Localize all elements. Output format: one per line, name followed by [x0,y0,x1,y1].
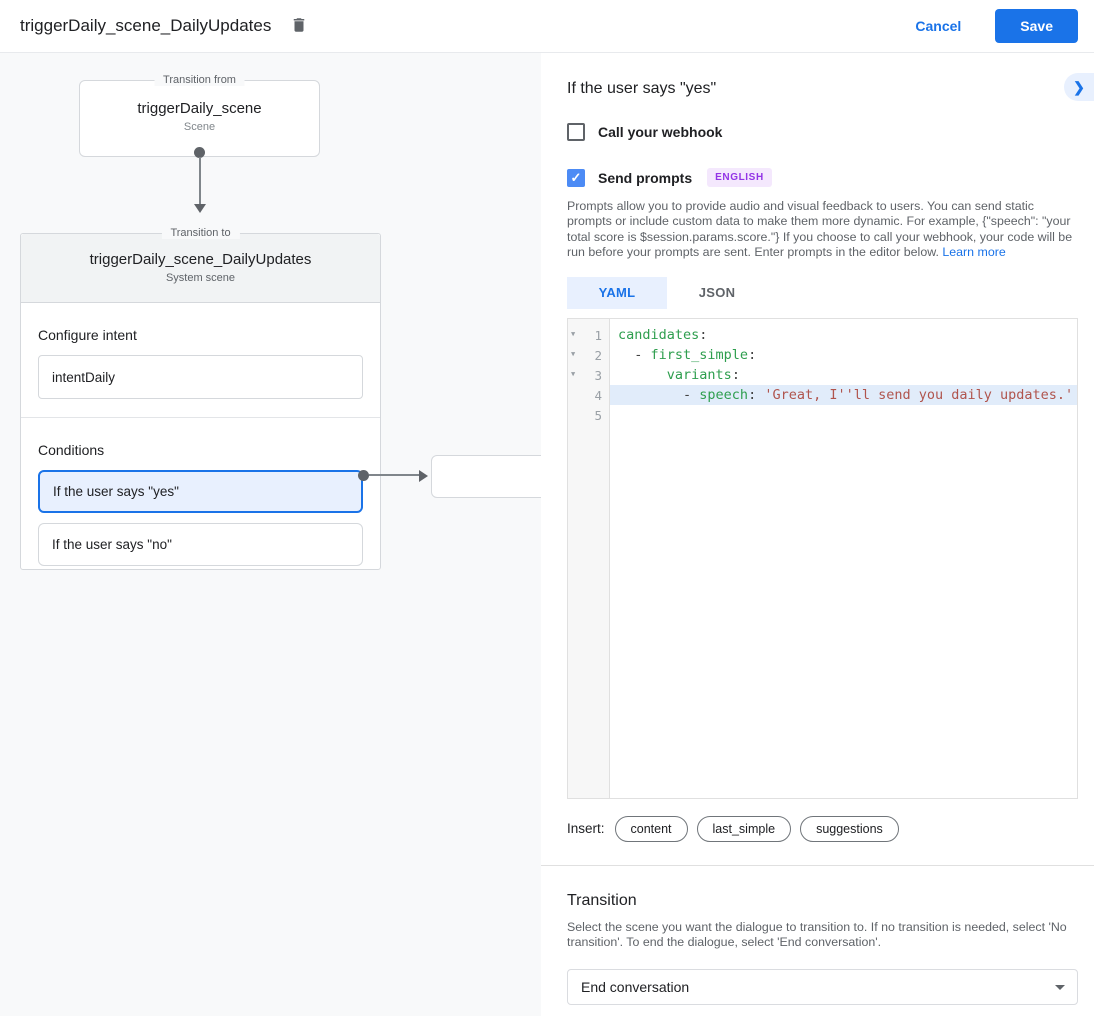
gutter-line-4: 4 [568,385,609,405]
section-divider [21,417,380,418]
line-number: 1 [594,327,602,343]
delete-scene-button[interactable] [285,12,313,40]
condition-item-no[interactable]: If the user says "no" [38,523,363,566]
code-token-p: - [618,386,700,403]
from-scene-name: triggerDaily_scene [137,100,262,117]
tab-yaml[interactable]: YAML [567,276,667,309]
gutter-line-2: ▼2 [568,345,609,365]
prompts-description: Prompts allow you to provide audio and v… [567,199,1078,261]
next-node-placeholder[interactable] [431,455,541,498]
arrowhead-down-icon [194,204,206,213]
line-number: 4 [594,387,602,403]
webhook-checkbox-row[interactable]: Call your webhook [567,123,1078,141]
panel-title: If the user says "yes" [567,80,717,97]
scene-diagram-canvas: Transition from triggerDaily_scene Scene… [0,53,541,1016]
code-token-p: : [748,386,765,403]
to-scene-name: triggerDaily_scene_DailyUpdates [89,251,312,268]
send-prompts-label: Send prompts [598,169,693,186]
trash-icon [290,15,308,38]
page-title: triggerDaily_scene_DailyUpdates [20,16,272,35]
code-line-3[interactable]: variants: [610,365,1077,385]
connector-dot [194,147,205,158]
dropdown-caret-icon [1055,984,1065,990]
webhook-label: Call your webhook [598,124,723,140]
line-number: 3 [594,367,602,383]
fold-arrow-icon[interactable]: ▼ [571,369,576,378]
code-token-p: : [731,366,740,383]
condition-output-dot [358,470,369,481]
arrowhead-right-icon [419,470,428,482]
transition-from-tag: Transition from [154,74,245,86]
gutter-line-5: 5 [568,405,609,425]
code-line-2[interactable]: - first_simple: [610,345,1077,365]
gutter-line-3: ▼3 [568,365,609,385]
code-token-str: 'Great, I''ll send you daily updates.' [764,386,1074,403]
connector-line-horizontal [369,474,420,476]
transition-heading: Transition [567,891,637,909]
insert-row: Insert: content last_simple suggestions [567,815,1078,842]
code-token-key: speech [699,386,749,403]
fold-arrow-icon[interactable]: ▼ [571,329,576,338]
code-token-p: - [618,346,651,363]
code-token-p: : [699,326,708,343]
code-token-key: first_simple [650,346,749,363]
code-token-p [618,367,667,383]
line-number: 5 [594,407,602,423]
code-token-p: : [748,346,757,363]
collapse-panel-button[interactable]: ❯ [1064,73,1094,101]
to-scene-type: System scene [165,272,236,284]
code-line-4[interactable]: - speech: 'Great, I''ll send you daily u… [610,384,1077,405]
code-token-key: candidates [618,326,700,343]
line-number: 2 [594,347,602,363]
tab-json[interactable]: JSON [698,285,736,301]
send-prompts-checkbox-row[interactable]: ✓ Send prompts ENGLISH [567,168,1078,187]
chevron-right-icon: ❯ [1073,78,1085,95]
webhook-checkbox[interactable] [567,123,585,141]
editor-format-tabs: YAML JSON [567,276,1078,309]
condition-detail-panel: ❯ If the user says "yes" Call your webho… [541,53,1094,1016]
checkmark-icon: ✓ [570,169,582,185]
code-line-1[interactable]: candidates: [610,325,1077,345]
insert-chip-last_simple[interactable]: last_simple [696,815,792,842]
editor-code[interactable]: candidates: - first_simple: variants: - … [610,318,1077,798]
to-scene-header: triggerDaily_scene_DailyUpdates System s… [21,234,380,303]
transition-description: Select the scene you want the dialogue t… [567,919,1067,950]
language-badge: ENGLISH [707,168,772,187]
gutter-line-1: ▼1 [568,325,609,345]
from-scene-type: Scene [183,121,216,133]
configure-intent-heading: Configure intent [38,327,137,343]
transition-select-value: End conversation [581,979,690,996]
prompts-description-text: Prompts allow you to provide audio and v… [567,199,1073,260]
save-button[interactable]: Save [995,9,1078,43]
cancel-button[interactable]: Cancel [915,18,962,34]
fold-arrow-icon[interactable]: ▼ [571,349,576,358]
condition-item-yes[interactable]: If the user says "yes" [38,470,363,513]
to-scene-body: Configure intent intentDaily Conditions … [21,327,380,566]
transition-to-tag: Transition to [161,227,240,239]
code-token-key: variants [666,366,732,383]
insert-chips: content last_simple suggestions [614,815,908,842]
insert-chip-content[interactable]: content [614,815,688,842]
intent-item[interactable]: intentDaily [38,355,363,399]
top-bar: triggerDaily_scene_DailyUpdates Cancel S… [0,0,1094,53]
conditions-heading: Conditions [38,442,105,458]
transition-from-node[interactable]: Transition from triggerDaily_scene Scene [79,74,320,157]
learn-more-link[interactable]: Learn more [942,245,1006,260]
transition-to-node[interactable]: Transition to triggerDaily_scene_DailyUp… [20,227,381,570]
connector-line-vertical [199,157,201,205]
insert-chip-suggestions[interactable]: suggestions [800,815,899,842]
code-line-5[interactable] [610,405,1077,425]
transition-select[interactable]: End conversation [567,969,1078,1006]
panel-divider [541,864,1094,866]
send-prompts-checkbox[interactable]: ✓ [567,168,585,187]
insert-label: Insert: [567,821,605,837]
